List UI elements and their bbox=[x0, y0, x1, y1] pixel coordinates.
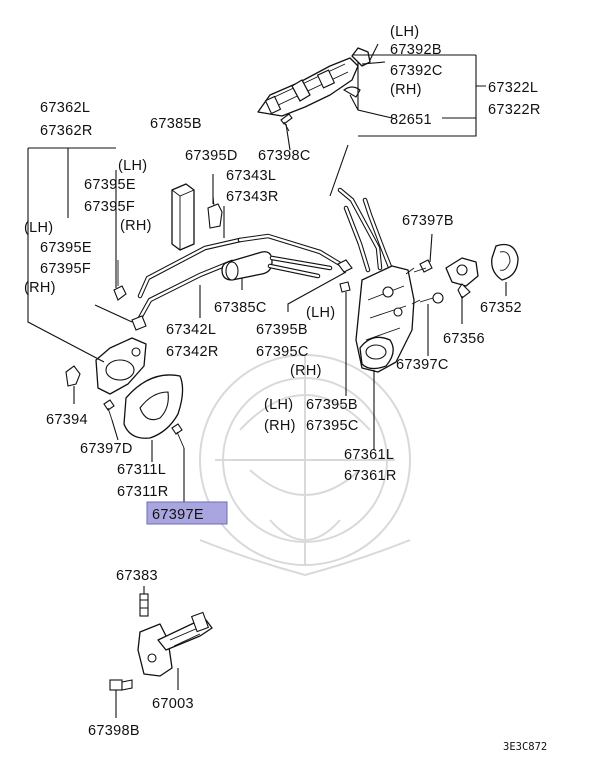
clip-67395D[interactable] bbox=[207, 195, 223, 229]
rod-67343[interactable] bbox=[237, 233, 343, 279]
label-lh-67395E-2: (LH) bbox=[24, 220, 53, 236]
label-67342R[interactable]: 67342R bbox=[166, 344, 219, 360]
pin-67383[interactable] bbox=[139, 593, 149, 617]
label-67398B[interactable]: 67398B bbox=[88, 723, 140, 739]
label-67311R[interactable]: 67311R bbox=[117, 484, 169, 500]
label-rh-67395F-2: (RH) bbox=[24, 280, 56, 296]
label-lh-67395B-2: (LH) bbox=[264, 397, 293, 413]
striker-67356[interactable] bbox=[445, 257, 479, 299]
bolt-67398B[interactable] bbox=[109, 679, 133, 691]
clip-67395F[interactable] bbox=[131, 315, 147, 331]
door-check-67003[interactable] bbox=[137, 611, 213, 677]
label-67397D[interactable]: 67397D bbox=[80, 441, 133, 457]
label-67395C-lower[interactable]: 67395C bbox=[306, 418, 359, 434]
label-67311L[interactable]: 67311L bbox=[117, 462, 166, 478]
label-67362R[interactable]: 67362R bbox=[40, 123, 93, 139]
label-67397C[interactable]: 67397C bbox=[396, 357, 449, 373]
leader-rod-top bbox=[329, 144, 349, 197]
label-group: (LH) 67392B 67392C (RH) 82651 67322L 673… bbox=[24, 24, 547, 753]
label-rh-67392C: (RH) bbox=[390, 82, 422, 98]
diagram-code: 3E3C872 bbox=[503, 741, 547, 753]
cable-protector-67385C[interactable] bbox=[221, 251, 273, 281]
label-67395E[interactable]: 67395E bbox=[40, 240, 92, 256]
label-rh-67395F: (RH) bbox=[120, 218, 152, 234]
door-latch-67361[interactable] bbox=[355, 265, 415, 373]
leader-67397B bbox=[429, 233, 433, 263]
label-67392C[interactable]: 67392C bbox=[390, 63, 443, 79]
label-67395D[interactable]: 67395D bbox=[185, 148, 238, 164]
leader-67362 bbox=[27, 147, 116, 363]
label-67356[interactable]: 67356 bbox=[443, 331, 485, 347]
inside-handle-bracket[interactable] bbox=[95, 337, 147, 395]
label-lh-67395E: (LH) bbox=[118, 158, 147, 174]
shim-67352[interactable] bbox=[491, 243, 519, 281]
label-67397E[interactable]: 67397E bbox=[152, 507, 204, 523]
label-67392B[interactable]: 67392B bbox=[390, 42, 442, 58]
leader-67398C bbox=[285, 123, 291, 151]
leader-67397D bbox=[111, 419, 119, 441]
inside-handle-67311[interactable] bbox=[123, 374, 184, 439]
label-67342L[interactable]: 67342L bbox=[166, 322, 216, 338]
label-82651[interactable]: 82651 bbox=[390, 112, 432, 128]
outside-handle[interactable] bbox=[257, 57, 359, 117]
screw-67397D[interactable] bbox=[103, 399, 115, 421]
label-67361R[interactable]: 67361R bbox=[344, 468, 397, 484]
label-lh-67392B: (LH) bbox=[390, 24, 419, 40]
label-67398C[interactable]: 67398C bbox=[258, 148, 311, 164]
label-67395B-lower[interactable]: 67395B bbox=[306, 397, 358, 413]
label-67322R[interactable]: 67322R bbox=[488, 102, 541, 118]
highlight-67397E bbox=[146, 501, 228, 525]
clip-67394[interactable] bbox=[65, 365, 81, 387]
screw-67397B[interactable] bbox=[405, 259, 433, 275]
label-67343R[interactable]: 67343R bbox=[226, 189, 279, 205]
screw-67397C[interactable] bbox=[411, 292, 444, 305]
clip-67395B[interactable] bbox=[337, 259, 353, 293]
label-67322L[interactable]: 67322L bbox=[488, 80, 538, 96]
watermark-emblem bbox=[199, 354, 411, 577]
cable-67385B[interactable] bbox=[171, 183, 195, 251]
leader-67392 bbox=[361, 43, 386, 65]
label-67395C[interactable]: 67395C bbox=[256, 344, 309, 360]
screw-67397E[interactable] bbox=[171, 423, 185, 449]
clip-67395E[interactable] bbox=[113, 260, 127, 301]
label-67395F[interactable]: 67395F bbox=[40, 261, 91, 277]
leader-67395B bbox=[287, 271, 347, 312]
label-67385C[interactable]: 67385C bbox=[214, 300, 267, 316]
label-67352[interactable]: 67352 bbox=[480, 300, 522, 316]
label-67395B[interactable]: 67395B bbox=[256, 322, 308, 338]
label-67362L[interactable]: 67362L bbox=[40, 100, 90, 116]
label-rh-67395C-2: (RH) bbox=[264, 418, 296, 434]
leader-82651 bbox=[349, 62, 393, 119]
label-67383[interactable]: 67383 bbox=[116, 568, 158, 584]
label-67361L[interactable]: 67361L bbox=[344, 447, 394, 463]
rod-67342[interactable] bbox=[137, 237, 243, 321]
label-67395E-top[interactable]: 67395E bbox=[84, 177, 136, 193]
label-lh-67395B: (LH) bbox=[306, 305, 335, 321]
label-67394[interactable]: 67394 bbox=[46, 412, 88, 428]
label-67343L[interactable]: 67343L bbox=[226, 168, 276, 184]
leader-67395-left bbox=[94, 170, 133, 323]
label-rh-67395C: (RH) bbox=[290, 363, 322, 379]
handle-pad[interactable] bbox=[343, 47, 371, 98]
label-67395F-top[interactable]: 67395F bbox=[84, 199, 135, 215]
label-67003[interactable]: 67003 bbox=[152, 696, 194, 712]
bracket-67322 bbox=[352, 54, 486, 137]
label-67397B[interactable]: 67397B bbox=[402, 213, 454, 229]
label-67385B[interactable]: 67385B bbox=[150, 116, 202, 132]
latch-rods-upper[interactable] bbox=[337, 187, 395, 275]
